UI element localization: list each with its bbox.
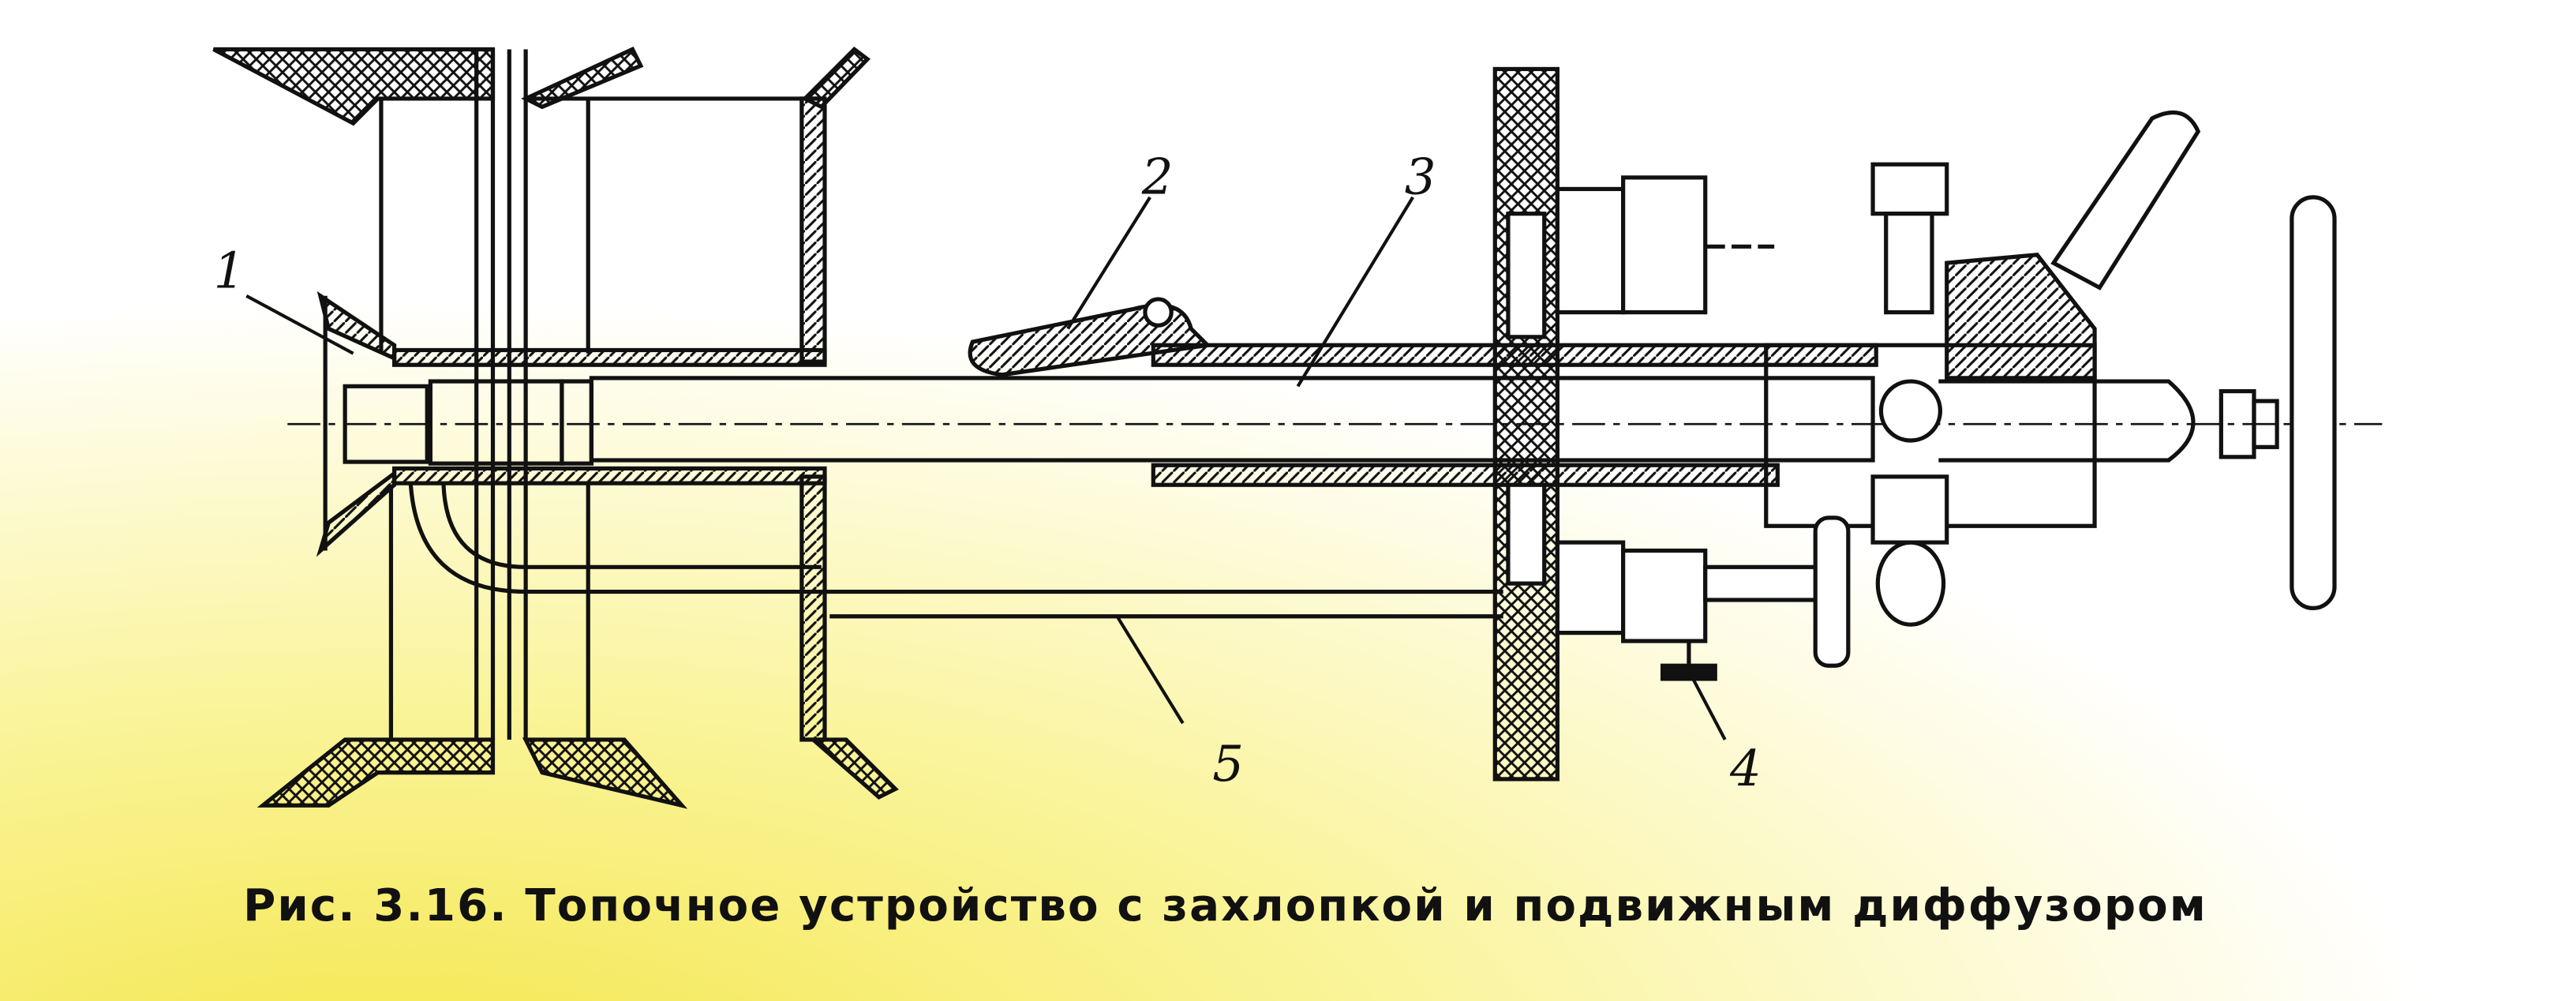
handle — [2050, 110, 2201, 291]
diffuser-cone — [316, 291, 827, 557]
leader-lines — [245, 196, 1727, 740]
callout-5: 5 — [1212, 735, 1244, 793]
furnace-wall — [212, 47, 899, 809]
front-plate — [1492, 66, 1559, 782]
figure-caption: Рис. 3.16. Топочное устройство с захлопк… — [243, 880, 2207, 932]
callout-4: 4 — [1729, 740, 1762, 797]
central-rod — [287, 376, 2383, 466]
flap-lever — [968, 297, 1212, 377]
callout-3: 3 — [1405, 148, 1436, 206]
peephole-fitting — [1555, 175, 1775, 315]
air-pipe — [408, 485, 1851, 681]
callout-1: 1 — [214, 242, 245, 299]
handwheel — [2290, 195, 2337, 610]
callout-2: 2 — [1141, 148, 1174, 206]
valve-block — [1764, 162, 2097, 627]
